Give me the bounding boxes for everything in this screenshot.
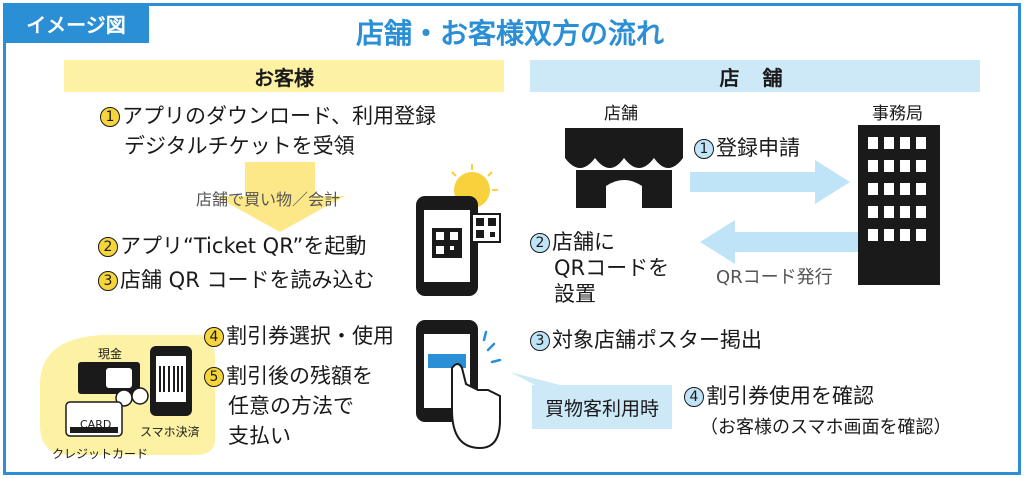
store-step2-line3: 設置 [554, 282, 596, 306]
store-step4-sub: （お客様のスマホ画面を確認） [700, 417, 952, 438]
card-text: CARD [80, 418, 112, 431]
down-arrow [215, 162, 345, 232]
down-arrow-label: 店舗で買い物／会計 [196, 190, 341, 209]
right-arrow [690, 160, 850, 204]
customer-step1-line2: デジタルチケットを受領 [124, 134, 355, 158]
store-header: 店 舗 [530, 60, 980, 92]
phone-tap-icon [416, 320, 502, 450]
shopper-use-badge: 買物客利用時 [532, 385, 672, 429]
customer-step5-line2: 任意の方法で [228, 394, 354, 418]
customer-header: お客様 [64, 60, 504, 92]
credit-card-label: クレジットカード [52, 447, 149, 461]
shop-label: 店舗 [604, 104, 638, 124]
payment-illustration [40, 335, 215, 455]
left-arrow [700, 220, 858, 264]
phone-qr-icon [416, 164, 501, 296]
qr-issue-label: QRコード発行 [716, 267, 833, 288]
smart-pay-label: スマホ決済 [140, 425, 200, 439]
image-tag: イメージ図 [3, 3, 149, 43]
shop-icon [565, 128, 683, 208]
cash-label: 現金 [98, 347, 123, 361]
page-title: 店舗・お客様双方の流れ [355, 17, 664, 50]
store-step2-line2: QRコードを [554, 256, 670, 280]
office-building-icon [858, 125, 940, 285]
office-label: 事務局 [872, 104, 923, 124]
customer-step5-line3: 支払い [228, 424, 291, 448]
